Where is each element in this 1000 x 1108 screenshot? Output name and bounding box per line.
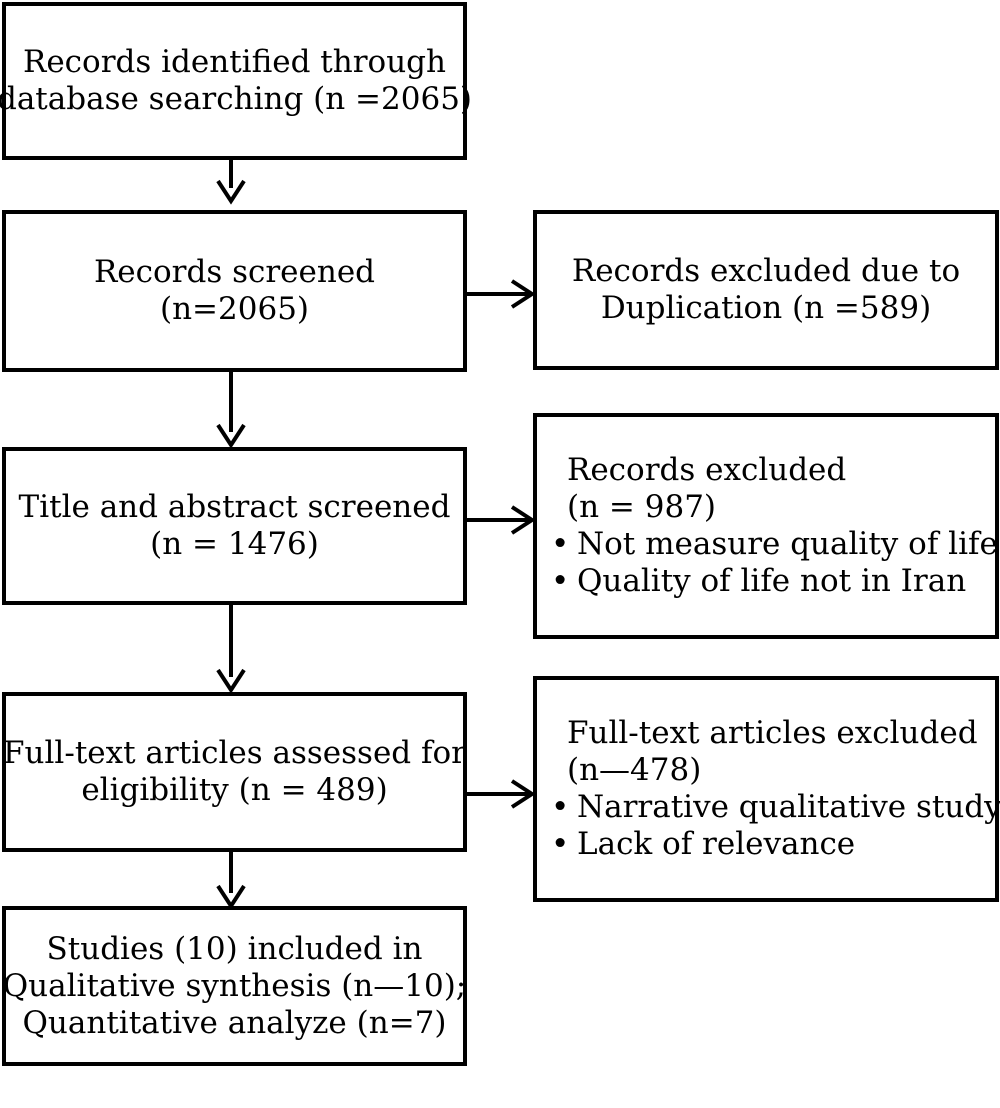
screened-box: Records screened (n=2065)	[2, 210, 467, 372]
arrow-screened-to-title	[216, 372, 246, 449]
duplicates-excluded-box: Records excluded due to Duplication (n =…	[533, 210, 999, 370]
arrow-fulltext-to-excluded	[467, 779, 536, 809]
identification-line-2: database searching (n =2065)	[0, 81, 473, 117]
fulltext-assessed-box: Full-text articles assessed for eligibil…	[2, 692, 467, 852]
duplicates-line-2: Duplication (n =589)	[600, 290, 932, 326]
fulltext-assessed-line-2: eligibility (n = 489)	[81, 772, 388, 808]
included-line-1: Studies (10) included in	[46, 930, 423, 967]
fulltext-excluded-title: Full-text articles excluded	[567, 715, 978, 751]
fulltext-excluded-reason: Narrative qualitative study	[551, 789, 1000, 826]
included-line-3: Quantitative analyze (n=7)	[22, 1004, 447, 1041]
fulltext-assessed-line-1: Full-text articles assessed for	[3, 735, 466, 771]
identification-box: Records identified through database sear…	[0, 2, 472, 160]
arrow-fulltext-to-included	[216, 852, 246, 910]
duplicates-line-1: Records excluded due to	[571, 253, 961, 289]
fulltext-excluded-box: Full-text articles excluded (n—478) Narr…	[533, 676, 1000, 902]
arrow-screened-to-duplicates	[467, 279, 536, 309]
records-excluded-count: (n = 987)	[567, 489, 717, 525]
records-excluded-title: Records excluded	[567, 452, 847, 488]
title-abstract-box: Title and abstract screened (n = 1476)	[2, 447, 467, 605]
title-abstract-line-2: (n = 1476)	[150, 526, 319, 562]
records-excluded-reason: Quality of life not in Iran	[551, 563, 998, 600]
arrow-title-to-fulltext	[216, 605, 246, 694]
screened-line-2: (n=2065)	[159, 291, 310, 327]
included-line-2: Qualitative synthesis (n—10);	[2, 967, 467, 1004]
fulltext-excluded-reasons: Narrative qualitative study Lack of rele…	[551, 789, 1000, 863]
records-excluded-box: Records excluded (n = 987) Not measure q…	[533, 413, 999, 639]
arrow-identified-to-screened	[216, 160, 246, 205]
screened-line-1: Records screened	[93, 254, 376, 290]
fulltext-excluded-count: (n—478)	[567, 752, 702, 788]
arrow-title-to-excluded	[467, 505, 536, 535]
fulltext-excluded-reason: Lack of relevance	[551, 826, 1000, 863]
records-excluded-reasons: Not measure quality of life Quality of l…	[551, 526, 998, 600]
identification-line-1: Records identified through	[23, 44, 446, 80]
included-box: Studies (10) included in Qualitative syn…	[2, 906, 467, 1066]
title-abstract-line-1: Title and abstract screened	[18, 489, 451, 525]
records-excluded-reason: Not measure quality of life	[551, 526, 998, 563]
